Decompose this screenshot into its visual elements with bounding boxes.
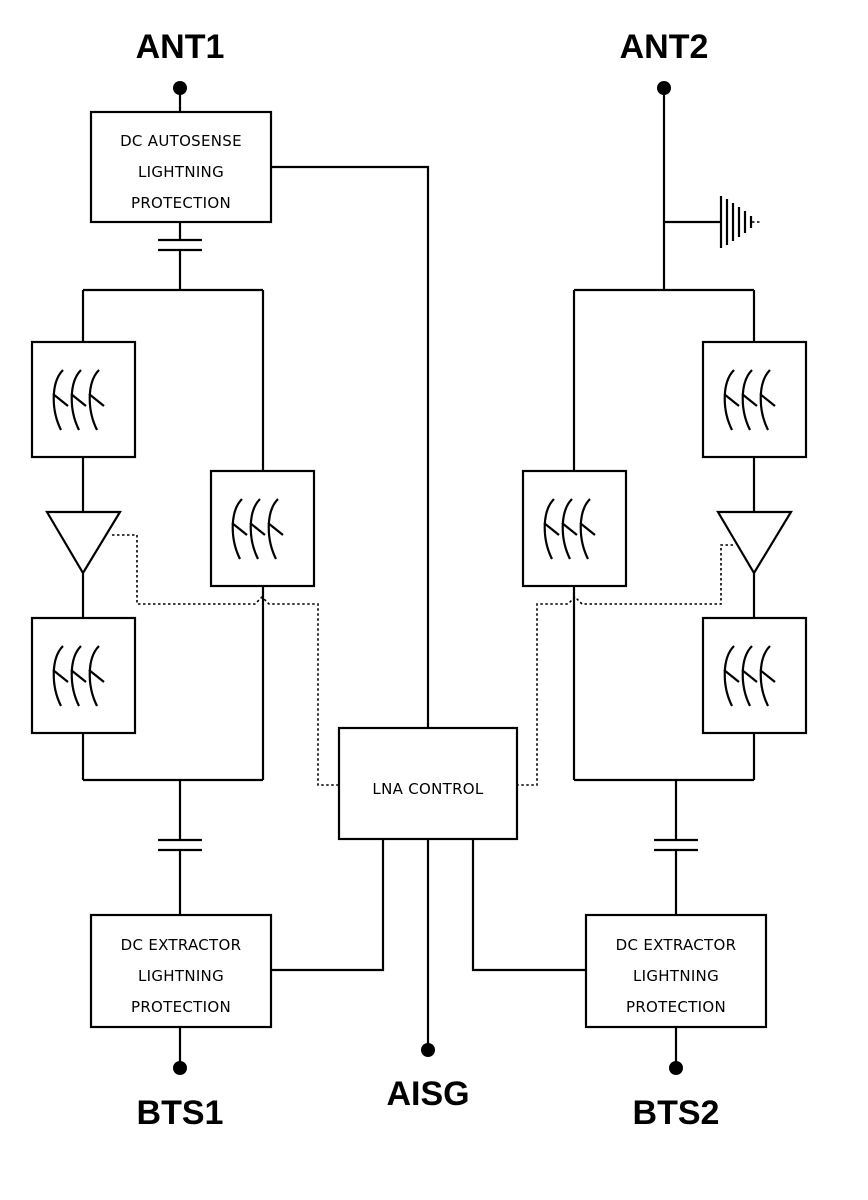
- aisg-terminal-icon: [421, 1043, 435, 1057]
- dc-autosense-box: [89, 110, 273, 224]
- lna-control-label: LNA CONTROL: [372, 780, 483, 798]
- aisg-label: AISG: [386, 1075, 469, 1113]
- amplifier-icon: [716, 510, 793, 576]
- bts2-label: BTS2: [633, 1094, 720, 1132]
- dc-extractor-2-line3: PROTECTION: [626, 998, 726, 1016]
- capacitor-icon: [654, 838, 698, 852]
- lna-control-box: [337, 726, 519, 841]
- dc-extractor-1-line3: PROTECTION: [131, 998, 231, 1016]
- lna-control-line-left: [112, 534, 340, 786]
- filter-right-branch: [521, 469, 628, 588]
- right-chain: ANT2: [517, 28, 808, 1132]
- filter-left-top: [30, 340, 137, 459]
- lna-control-line-right: [517, 544, 733, 786]
- left-chain: ANT1 DC AUTOSENSE LIGHTNING PROTECTION: [30, 28, 340, 1132]
- dc-autosense-line1: DC AUTOSENSE: [120, 132, 242, 150]
- bts1-terminal-icon: [173, 1061, 187, 1075]
- capacitor-icon: [158, 838, 202, 852]
- lightning-ground-icon: [719, 196, 762, 248]
- ant2-label: ANT2: [620, 28, 709, 66]
- dc-extractor-1-box: [89, 913, 273, 1029]
- center-chain: LNA CONTROL AISG: [271, 165, 586, 1113]
- dc-extractor-2-line2: LIGHTNING: [633, 967, 719, 985]
- bts2-terminal-icon: [669, 1061, 683, 1075]
- filter-left-bottom: [30, 616, 137, 735]
- lna-to-extractor-1-wire: [271, 839, 385, 972]
- dc-extractor-1-line2: LIGHTNING: [138, 967, 224, 985]
- lna-to-extractor-2-wire: [471, 839, 586, 972]
- ant1-label: ANT1: [136, 28, 225, 66]
- filter-right-top: [701, 340, 808, 459]
- filter-left-branch: [209, 469, 316, 588]
- filter-right-bottom: [701, 616, 808, 735]
- amplifier-icon: [45, 510, 122, 576]
- dc-extractor-2-line1: DC EXTRACTOR: [616, 936, 737, 954]
- autosense-to-lna-wire: [271, 165, 430, 728]
- bts1-label: BTS1: [137, 1094, 224, 1132]
- dc-autosense-line2: LIGHTNING: [138, 163, 224, 181]
- capacitor-icon: [158, 238, 202, 252]
- dc-autosense-line3: PROTECTION: [131, 194, 231, 212]
- dc-extractor-1-line1: DC EXTRACTOR: [121, 936, 242, 954]
